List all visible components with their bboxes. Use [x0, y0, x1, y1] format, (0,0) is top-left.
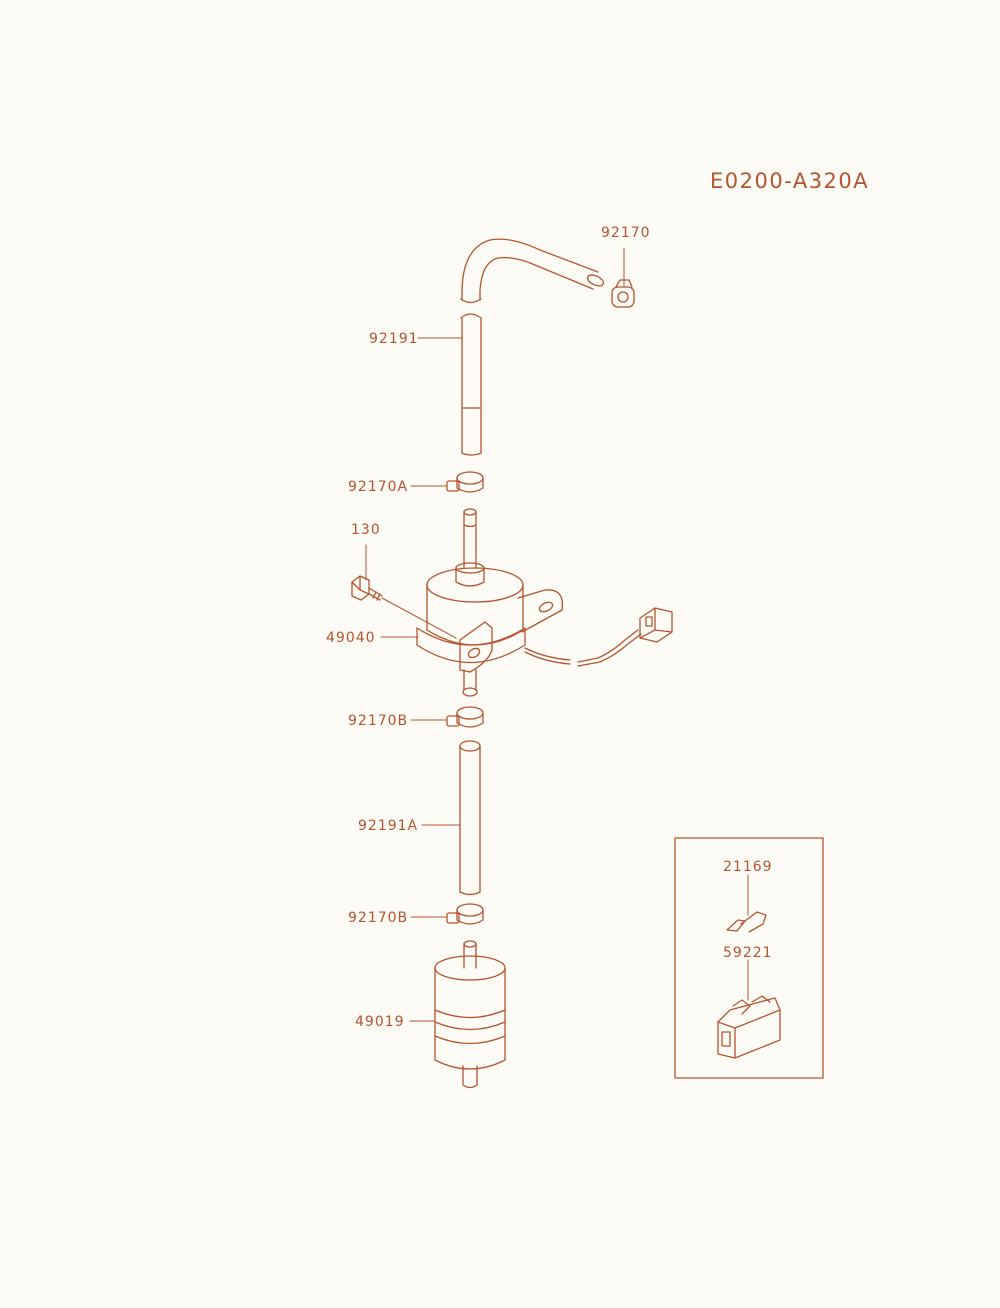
clamp-a[interactable]: [446, 471, 484, 493]
clamp-b-upper[interactable]: [446, 706, 484, 728]
label-92191: 92191: [369, 331, 419, 347]
pump-connector[interactable]: [639, 607, 673, 643]
label-92170b-upper: 92170B: [348, 713, 408, 729]
clamp-top[interactable]: [611, 279, 635, 308]
fuel-filter[interactable]: [434, 940, 506, 1089]
label-92170b-lower: 92170B: [348, 910, 408, 926]
bolt[interactable]: [351, 575, 457, 639]
fuel-pump[interactable]: [416, 508, 642, 697]
upper-hose[interactable]: [460, 238, 605, 456]
terminal[interactable]: [726, 911, 767, 933]
lower-hose[interactable]: [459, 740, 481, 896]
inset-box: [674, 837, 824, 1079]
label-92191a: 92191A: [358, 818, 418, 834]
diagram-code: E0200-A320A: [710, 169, 869, 193]
clamp-b-lower[interactable]: [446, 903, 484, 925]
leader-lines: [365, 247, 749, 1022]
label-49040: 49040: [326, 630, 376, 646]
connector[interactable]: [717, 995, 781, 1059]
label-49019: 49019: [355, 1014, 405, 1030]
label-92170: 92170: [601, 225, 651, 241]
label-21169: 21169: [723, 859, 773, 875]
label-59221: 59221: [723, 945, 773, 961]
label-92170a: 92170A: [348, 479, 408, 495]
label-130: 130: [351, 522, 381, 538]
